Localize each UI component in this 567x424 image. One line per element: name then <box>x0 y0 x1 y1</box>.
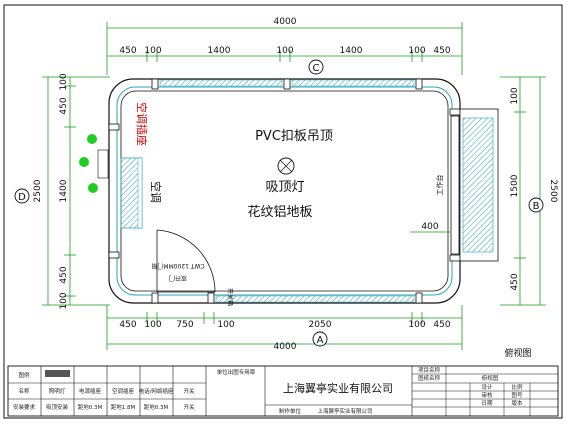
right-seg-2: 1500 <box>510 174 520 197</box>
door <box>156 229 216 293</box>
top-seg-1: 450 <box>119 46 136 56</box>
bottom-seg-6: 100 <box>408 320 425 330</box>
svg-text:名称: 名称 <box>18 387 30 395</box>
right-seg-1: 100 <box>510 87 520 104</box>
axis-marker-d: D <box>14 188 30 204</box>
svg-text:电话/网络插座: 电话/网络插座 <box>139 387 174 395</box>
bottom-seg-5: 2050 <box>309 320 332 330</box>
right-seg-3: 450 <box>510 273 520 290</box>
svg-text:400: 400 <box>421 222 438 232</box>
legend-header: 图例 <box>18 371 30 379</box>
svg-text:C: C <box>313 63 320 74</box>
svg-text:比例: 比例 <box>511 383 523 391</box>
svg-text:安装要求: 安装要求 <box>13 403 36 411</box>
top-seg-5: 1400 <box>340 46 363 56</box>
svg-text:上海翼亭实业有限公司: 上海翼亭实业有限公司 <box>317 407 372 415</box>
svg-text:距地1.8M: 距地1.8M <box>111 403 136 411</box>
top-total-dim: 4000 <box>274 17 297 27</box>
inner-dim-400: 400 <box>410 222 451 233</box>
svg-text:设计: 设计 <box>481 383 493 391</box>
svg-text:空调插座: 空调插座 <box>112 387 135 395</box>
bottom-seg-3: 750 <box>176 320 193 330</box>
svg-text:项目名称: 项目名称 <box>418 366 441 374</box>
ac-socket-label: 空调插座 <box>135 102 149 146</box>
left-dimensions: 2500 100 450 1400 450 100 <box>33 73 110 310</box>
light-label: 吸顶灯 <box>265 180 304 195</box>
bottom-seg-7: 450 <box>433 320 450 330</box>
ac-unit <box>120 157 143 229</box>
svg-text:D: D <box>18 192 26 203</box>
top-seg-7: 450 <box>433 46 450 56</box>
page-border <box>3 4 563 419</box>
svg-text:距地0.3M: 距地0.3M <box>78 403 103 411</box>
left-seg-5: 100 <box>59 292 69 309</box>
room-walls <box>108 78 461 304</box>
bottom-total-dim: 4000 <box>274 342 297 352</box>
axis-marker-b: B <box>528 197 544 213</box>
ceiling-light-icon <box>277 157 295 175</box>
left-seg-2: 450 <box>59 97 69 114</box>
right-dimensions: 2500 100 1500 450 <box>500 76 558 306</box>
ceiling-label: PVC扣板吊顶 <box>255 129 333 144</box>
top-seg-6: 100 <box>408 46 425 56</box>
view-label: 俯视图 <box>504 347 531 359</box>
door-label: CWT 1200MM门扇 <box>151 262 204 270</box>
top-dimensions: 4000 450 100 1400 100 1400 100 450 <box>106 17 463 75</box>
svg-text:图纸名称: 图纸名称 <box>418 374 441 382</box>
svg-text:开关: 开关 <box>183 387 195 395</box>
bottom-seg-1: 450 <box>119 320 136 330</box>
title-block: 图例 名称 照明灯 电源插座 空调插座 电话/网络插座 开关 安装要求 吸顶安装… <box>7 365 559 417</box>
top-seg-4: 100 <box>276 46 293 56</box>
bottom-seg-4: 100 <box>217 320 234 330</box>
svg-text:照明灯: 照明灯 <box>49 387 66 395</box>
workbench <box>450 108 499 262</box>
top-seg-3: 1400 <box>208 46 231 56</box>
switch-box-label: 开关箱 <box>226 288 234 306</box>
right-total-dim: 2500 <box>548 180 558 203</box>
svg-text:审核: 审核 <box>481 391 493 399</box>
svg-text:B: B <box>533 201 540 212</box>
bottom-dimensions: 450 100 750 100 2050 100 450 4000 <box>106 305 463 352</box>
ac-label: 空调 <box>149 181 163 203</box>
svg-text:电源插座: 电源插座 <box>79 387 102 395</box>
floor-label: 花纹铝地板 <box>247 204 312 220</box>
lamp-icon <box>79 134 109 193</box>
door-note: 双开门 <box>169 274 187 282</box>
svg-text:A: A <box>317 335 324 346</box>
svg-text:吸顶安装: 吸顶安装 <box>46 403 69 411</box>
left-seg-1: 100 <box>59 73 69 90</box>
unit-note: 单位出图专用章 <box>217 368 256 376</box>
top-seg-2: 100 <box>144 46 161 56</box>
left-seg-4: 450 <box>59 266 69 283</box>
svg-text:开关: 开关 <box>183 403 195 411</box>
svg-text:日期: 日期 <box>481 400 493 407</box>
svg-text:版本: 版本 <box>511 399 523 407</box>
workbench-label: 工作台 <box>435 175 444 196</box>
left-seg-3: 1400 <box>59 179 69 202</box>
svg-text:图号: 图号 <box>511 391 523 399</box>
svg-text:俯视图: 俯视图 <box>482 374 499 382</box>
svg-text:制作单位: 制作单位 <box>279 407 302 415</box>
company-name: 上海翼亭实业有限公司 <box>283 381 393 395</box>
bottom-seg-2: 100 <box>144 320 161 330</box>
axis-marker-a: A <box>312 331 328 347</box>
svg-text:距地0.3M: 距地0.3M <box>144 403 169 411</box>
axis-marker-c: C <box>308 59 324 75</box>
left-total-dim: 2500 <box>33 179 43 202</box>
